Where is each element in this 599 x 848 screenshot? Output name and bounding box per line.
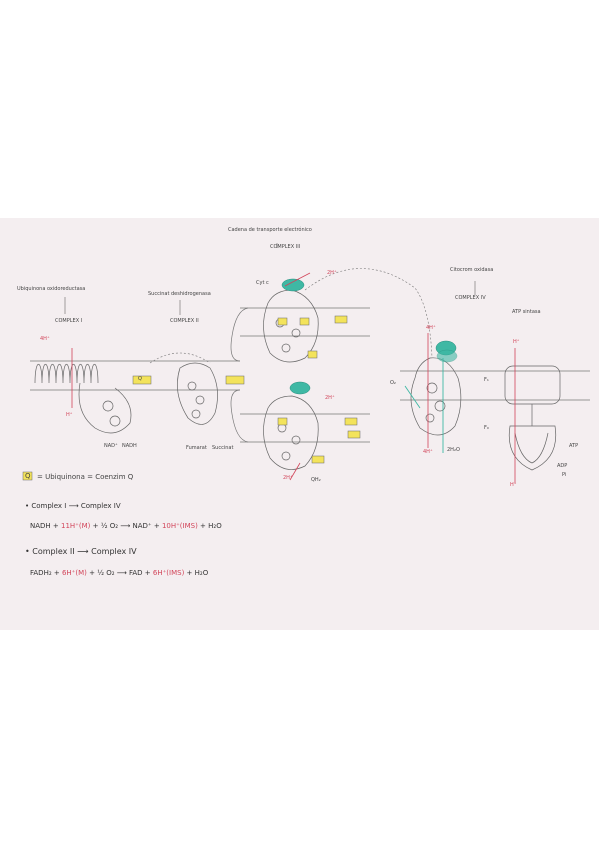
complex-iv-label: COMPLEX IV (455, 295, 486, 301)
atp-label: ATP (569, 443, 579, 449)
complex-iii-label: COMPLEX III (270, 244, 301, 250)
pi-label: Pi (562, 472, 567, 478)
qh2-label: QH₂ (311, 477, 321, 483)
succinat-label: Succinat (212, 445, 234, 451)
nadh-label: NADH (122, 443, 137, 449)
h-label-c1-top: 4H⁺ (40, 336, 50, 342)
h-label-c3-mid: 2H⁺ (325, 395, 335, 401)
complex-ii-label: COMPLEX II (170, 318, 199, 324)
equation-1: NADH + 11H⁺(M) + ½ O₂ ⟶ NAD⁺ + 10H⁺(IMS)… (30, 522, 222, 530)
cytc-label: Cyt c (256, 280, 269, 286)
atp-synthase-label: ATP sintasa (512, 309, 541, 315)
complex-iv-name: Citocrom oxidasa (450, 267, 494, 273)
complex-i-label: COMPLEX I (55, 318, 83, 324)
complex-iii-lower-shape (263, 395, 319, 470)
adp-label: ADP (557, 463, 568, 469)
h-bottom-c1: H⁺ (66, 412, 73, 418)
h-label-c3-top: 2H⁺ (327, 270, 337, 276)
f1-label: F₁ (484, 377, 489, 383)
h2o-label: 2H₂O (447, 447, 460, 453)
f0-label: F₀ (484, 425, 489, 431)
diagram-drawing (22, 243, 590, 483)
equation-1-heading: • Complex I ⟶ Complex IV (25, 502, 121, 510)
complex-iv-shape (410, 357, 462, 436)
complex-ii-shape (177, 362, 218, 425)
paper-sheet: Cadena de transporte electrónico COMPLEX… (0, 218, 599, 630)
h-bottom-c4: 4H⁺ (423, 449, 433, 455)
h-label-c4-top: 4H⁺ (426, 325, 436, 331)
fumarat-label: Fumarat (186, 445, 207, 451)
nad-label: NAD⁺ (104, 443, 118, 449)
h-bottom-c3: 2H⁺ (283, 475, 293, 481)
h-label-atp-top: H⁺ (513, 339, 520, 345)
complex-ii-name: Succinat deshidrogenasa (148, 291, 211, 297)
legend-q-box: Q (25, 472, 31, 480)
complex-i-shape (34, 363, 132, 434)
complex-i-name: Ubiquinona oxidoreductasa (17, 286, 86, 292)
equation-2-heading: • Complex II ⟶ Complex IV (25, 547, 137, 556)
page-title: Cadena de transporte electrónico (228, 227, 312, 233)
h-bottom-atp: H⁺ (510, 482, 517, 488)
legend-text: = Ubiquinona = Coenzim Q (37, 473, 134, 481)
atp-synthase-shape (504, 365, 561, 471)
o2-label: O₂ (390, 380, 396, 386)
q-box-label: Q (138, 376, 142, 382)
equation-2: FADH₂ + 6H⁺(M) + ½ O₂ ⟶ FAD + 6H⁺(IMS) +… (30, 569, 209, 577)
